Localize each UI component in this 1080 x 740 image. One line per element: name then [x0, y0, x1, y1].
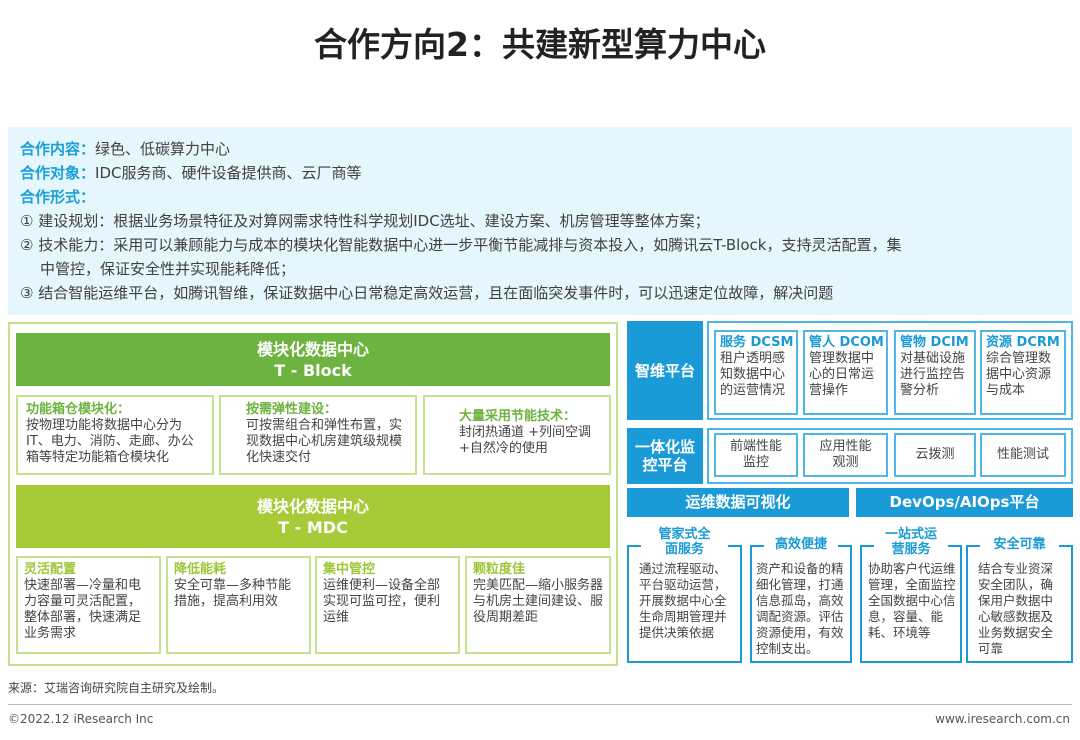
box-text: 对基础设施进行监控告警分析	[900, 351, 966, 398]
tmdc-box: 集中管控运维便利—设备全部实现可监可控，便利运维	[315, 556, 460, 654]
tmdc-sub: T - MDC	[278, 518, 348, 537]
feature-title: 管家式全面服务	[657, 527, 712, 557]
tblock-header: 模块化数据中心 T - Block	[16, 333, 610, 386]
devops-aiops-bar: DevOps/AIOps平台	[856, 488, 1073, 517]
box-text: 安全可靠—多种节能措施，提高利用效	[174, 578, 292, 609]
box-text: 租户透明感知数据中心的运营情况	[720, 351, 786, 398]
feature-title: 安全可靠	[984, 537, 1055, 552]
box-title: 资源 DCRM	[986, 335, 1060, 350]
box-title: 大量采用节能技术：	[459, 409, 577, 424]
box-title: 管物 DCIM	[900, 335, 969, 350]
box-title: 管人 DCOM	[809, 335, 884, 350]
box-text: 综合管理数据中心资源与成本	[986, 351, 1052, 398]
feature-box: 一站式运营服务协助客户代运维管理，全面监控全国数据中心信息，容量、能耗、环境等	[860, 527, 962, 663]
monitor-box: 云拨测	[894, 433, 976, 477]
zhiwei-frame	[707, 321, 1073, 420]
box-text: 运维便利—设备全部实现可监可控，便利运维	[323, 578, 441, 625]
form-label: 合作形式：	[20, 188, 96, 206]
website: www.iresearch.com.cn	[935, 712, 1070, 726]
ops-visualization-bar: 运维数据可视化	[627, 488, 849, 517]
monitor-box: 应用性能观测	[803, 433, 888, 477]
tmdc-header: 模块化数据中心 T - MDC	[16, 485, 610, 548]
monitor-frame	[707, 428, 1073, 484]
box-title: 集中管控	[323, 562, 376, 577]
box-text: 按物理功能将数据中心分为IT、电力、消防、走廊、办公箱等特定功能箱仓模块化	[26, 418, 194, 465]
box-text: 快速部署—冷量和电力容量可灵活配置，整体部署，快速满足业务需求	[24, 578, 142, 641]
page-title: 合作方向2：共建新型算力中心	[314, 25, 766, 64]
monitor-box: 性能测试	[980, 433, 1066, 477]
tblock-box: 大量采用节能技术：封闭热通道 +列间空调 +自然冷的使用	[423, 395, 611, 475]
tmdc-box: 颗粒度佳完美匹配—缩小服务器与机房土建间建设、服役周期差距	[465, 556, 611, 654]
form-item: ① 建设规划：根据业务场景特征及对算网需求特性科学规划IDC选址、建设方案、机房…	[20, 212, 710, 230]
box-text: 封闭热通道 +列间空调 +自然冷的使用	[459, 425, 592, 456]
form-item: ③ 结合智能运维平台，如腾讯智维，保证数据中心日常稳定高效运营，且在面临突发事件…	[20, 284, 834, 302]
feature-text: 结合专业资深安全团队，确保用户数据中心敏感数据及业务数据安全可靠	[978, 561, 1054, 656]
box-text: 完美匹配—缩小服务器与机房土建间建设、服役周期差距	[473, 578, 604, 625]
feature-box: 安全可靠结合专业资深安全团队，确保用户数据中心敏感数据及业务数据安全可靠	[966, 537, 1073, 663]
feature-title: 一站式运营服务	[882, 527, 940, 557]
monitor-box: 前端性能监控	[714, 433, 798, 477]
content-value: 绿色、低碳算力中心	[95, 140, 231, 158]
form-item: ② 技术能力：采用可以兼顾能力与成本的模块化智能数据中心进一步平衡节能减排与资本…	[20, 236, 902, 254]
form-item: 中管控，保证安全性并实现能耗降低；	[40, 260, 296, 278]
tblock-sub: T - Block	[274, 361, 352, 380]
box-text: 管理数据中心的日常运营操作	[809, 351, 875, 398]
box-title: 降低能耗	[174, 562, 227, 577]
zhiwei-label: 智维平台	[627, 321, 703, 420]
box-text: 可按需组合和弹性布置，实现数据中心机房建筑级规模化快速交付	[246, 418, 403, 465]
tblock-title: 模块化数据中心	[256, 340, 369, 359]
footer-divider	[8, 704, 1072, 705]
tmdc-box: 降低能耗安全可靠—多种节能措施，提高利用效	[166, 556, 311, 654]
tblock-box: 按需弹性建设：可按需组合和弹性布置，实现数据中心机房建筑级规模化快速交付	[219, 395, 417, 475]
content-label: 合作内容：	[20, 140, 96, 158]
feature-box: 管家式全面服务通过流程驱动、平台驱动运营，开展数据中心全生命周期管理并提供决策依…	[627, 527, 742, 663]
feature-box: 高效便捷资产和设备的精细化管理，打通信息孤岛，高效调配资源。评估资源使用，有效控…	[750, 537, 852, 663]
feature-text: 协助客户代运维管理，全面监控全国数据中心信息，容量、能耗、环境等	[868, 561, 956, 640]
feature-text: 资产和设备的精细化管理，打通信息孤岛，高效调配资源。评估资源使用，有效控制支出。	[756, 561, 844, 656]
target-label: 合作对象：	[20, 164, 96, 182]
monitor-label: 一体化监控平台	[627, 428, 703, 484]
box-title: 功能箱仓模块化：	[26, 402, 131, 417]
feature-title: 高效便捷	[768, 537, 834, 552]
tmdc-box: 灵活配置快速部署—冷量和电力容量可灵活配置，整体部署，快速满足业务需求	[16, 556, 161, 654]
box-title: 按需弹性建设：	[246, 402, 338, 417]
tblock-box: 功能箱仓模块化：按物理功能将数据中心分为IT、电力、消防、走廊、办公箱等特定功能…	[16, 395, 214, 475]
modular-datacenter-panel: 模块化数据中心 T - Block 功能箱仓模块化：按物理功能将数据中心分为IT、…	[8, 322, 618, 666]
copyright: ©2022.12 iResearch Inc	[8, 712, 154, 726]
cooperation-info: 合作内容：绿色、低碳算力中心 合作对象：IDC服务商、硬件设备提供商、云厂商等 …	[8, 127, 1072, 315]
source-note: 来源：艾瑞咨询研究院自主研究及绘制。	[8, 681, 225, 695]
box-title: 颗粒度佳	[473, 562, 526, 577]
box-title: 灵活配置	[24, 562, 77, 577]
feature-text: 通过流程驱动、平台驱动运营，开展数据中心全生命周期管理并提供决策依据	[639, 561, 727, 640]
tmdc-title: 模块化数据中心	[256, 497, 369, 516]
box-title: 服务 DCSM	[720, 335, 794, 350]
target-value: IDC服务商、硬件设备提供商、云厂商等	[95, 164, 362, 182]
